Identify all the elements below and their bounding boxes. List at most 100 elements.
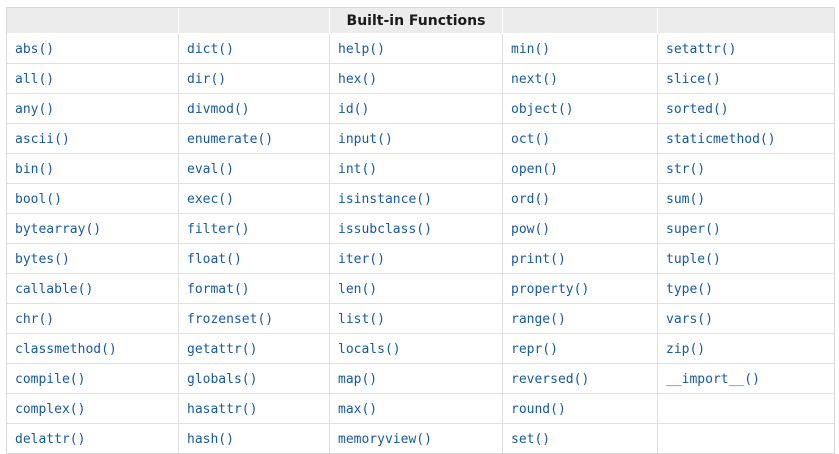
function-link[interactable]: ord() — [511, 192, 551, 207]
function-link[interactable]: getattr() — [187, 342, 258, 357]
function-link[interactable]: help() — [338, 42, 385, 57]
function-link[interactable]: iter() — [338, 252, 385, 267]
table-header-cell — [7, 8, 179, 34]
function-link[interactable]: super() — [666, 222, 721, 237]
function-link[interactable]: dir() — [187, 72, 227, 87]
function-link[interactable]: compile() — [15, 372, 86, 387]
table-row: abs() dict() help() min() setattr() — [7, 34, 834, 64]
function-link[interactable]: chr() — [15, 312, 55, 327]
function-link[interactable]: set() — [511, 432, 551, 447]
function-link[interactable]: hasattr() — [187, 402, 258, 417]
table-cell: slice() — [658, 64, 834, 94]
table-row: ascii() enumerate() input() oct() staticmeth… — [7, 124, 834, 154]
function-link[interactable]: format() — [187, 282, 250, 297]
function-link[interactable]: exec() — [187, 192, 234, 207]
table-cell: setattr() — [658, 34, 834, 64]
table-cell: hex() — [330, 64, 503, 94]
function-link[interactable]: tuple() — [666, 252, 721, 267]
table-cell: float() — [179, 244, 330, 274]
table-cell: next() — [503, 64, 658, 94]
function-link[interactable]: callable() — [15, 282, 94, 297]
function-link[interactable]: divmod() — [187, 102, 250, 117]
table-cell: help() — [330, 34, 503, 64]
table-cell: object() — [503, 94, 658, 124]
function-link[interactable]: input() — [338, 132, 393, 147]
function-link[interactable]: print() — [511, 252, 566, 267]
function-link[interactable]: round() — [511, 402, 566, 417]
table-cell: iter() — [330, 244, 503, 274]
function-link[interactable]: min() — [511, 42, 551, 57]
table-row: bool() exec() isinstance() ord() sum() — [7, 184, 834, 214]
table-cell: len() — [330, 274, 503, 304]
function-link[interactable]: list() — [338, 312, 385, 327]
function-link[interactable]: delattr() — [15, 432, 86, 447]
table-cell: globals() — [179, 364, 330, 394]
function-link[interactable]: sorted() — [666, 102, 729, 117]
table-cell: tuple() — [658, 244, 834, 274]
function-link[interactable]: filter() — [187, 222, 250, 237]
function-link[interactable]: open() — [511, 162, 558, 177]
function-link[interactable]: memoryview() — [338, 432, 432, 447]
function-link[interactable]: max() — [338, 402, 378, 417]
table-cell: range() — [503, 304, 658, 334]
function-link[interactable]: bytes() — [15, 252, 70, 267]
function-link[interactable]: issubclass() — [338, 222, 432, 237]
function-link[interactable]: property() — [511, 282, 590, 297]
table-cell: input() — [330, 124, 503, 154]
function-link[interactable]: pow() — [511, 222, 551, 237]
function-link[interactable]: ascii() — [15, 132, 70, 147]
function-link[interactable]: hex() — [338, 72, 378, 87]
table-cell: set() — [503, 424, 658, 453]
function-link[interactable]: reversed() — [511, 372, 590, 387]
function-link[interactable]: all() — [15, 72, 55, 87]
table-cell: format() — [179, 274, 330, 304]
table-cell: reversed() — [503, 364, 658, 394]
table-cell: pow() — [503, 214, 658, 244]
function-link[interactable]: classmethod() — [15, 342, 117, 357]
function-link[interactable]: slice() — [666, 72, 721, 87]
table-cell: divmod() — [179, 94, 330, 124]
table-cell: print() — [503, 244, 658, 274]
function-link[interactable]: isinstance() — [338, 192, 432, 207]
function-link[interactable]: repr() — [511, 342, 558, 357]
function-link[interactable]: range() — [511, 312, 566, 327]
function-link[interactable]: globals() — [187, 372, 258, 387]
table-cell: list() — [330, 304, 503, 334]
function-link[interactable]: any() — [15, 102, 55, 117]
function-link[interactable]: setattr() — [666, 42, 737, 57]
function-link[interactable]: bin() — [15, 162, 55, 177]
function-link[interactable]: len() — [338, 282, 378, 297]
table-cell: all() — [7, 64, 179, 94]
function-link[interactable]: str() — [666, 162, 706, 177]
function-link[interactable]: enumerate() — [187, 132, 274, 147]
function-link[interactable]: hash() — [187, 432, 234, 447]
function-link[interactable]: object() — [511, 102, 574, 117]
table-cell: property() — [503, 274, 658, 304]
function-link[interactable]: oct() — [511, 132, 551, 147]
function-link[interactable]: bytearray() — [15, 222, 102, 237]
function-link[interactable]: sum() — [666, 192, 706, 207]
table-cell: eval() — [179, 154, 330, 184]
function-link[interactable]: next() — [511, 72, 558, 87]
function-link[interactable]: complex() — [15, 402, 86, 417]
function-link[interactable]: float() — [187, 252, 242, 267]
function-link[interactable]: abs() — [15, 42, 55, 57]
function-link[interactable]: staticmethod() — [666, 132, 776, 147]
table-cell: compile() — [7, 364, 179, 394]
function-link[interactable]: int() — [338, 162, 378, 177]
function-link[interactable]: locals() — [338, 342, 401, 357]
function-link[interactable]: zip() — [666, 342, 706, 357]
table-cell: vars() — [658, 304, 834, 334]
function-link[interactable]: type() — [666, 282, 713, 297]
table-row: bytes() float() iter() print() tuple() — [7, 244, 834, 274]
function-link[interactable]: id() — [338, 102, 370, 117]
function-link[interactable]: map() — [338, 372, 378, 387]
function-link[interactable]: eval() — [187, 162, 234, 177]
table-cell: map() — [330, 364, 503, 394]
function-link[interactable]: bool() — [15, 192, 62, 207]
function-link[interactable]: frozenset() — [187, 312, 274, 327]
function-link[interactable]: dict() — [187, 42, 234, 57]
function-link[interactable]: __import__() — [666, 372, 760, 387]
function-link[interactable]: vars() — [666, 312, 713, 327]
table-cell: bool() — [7, 184, 179, 214]
